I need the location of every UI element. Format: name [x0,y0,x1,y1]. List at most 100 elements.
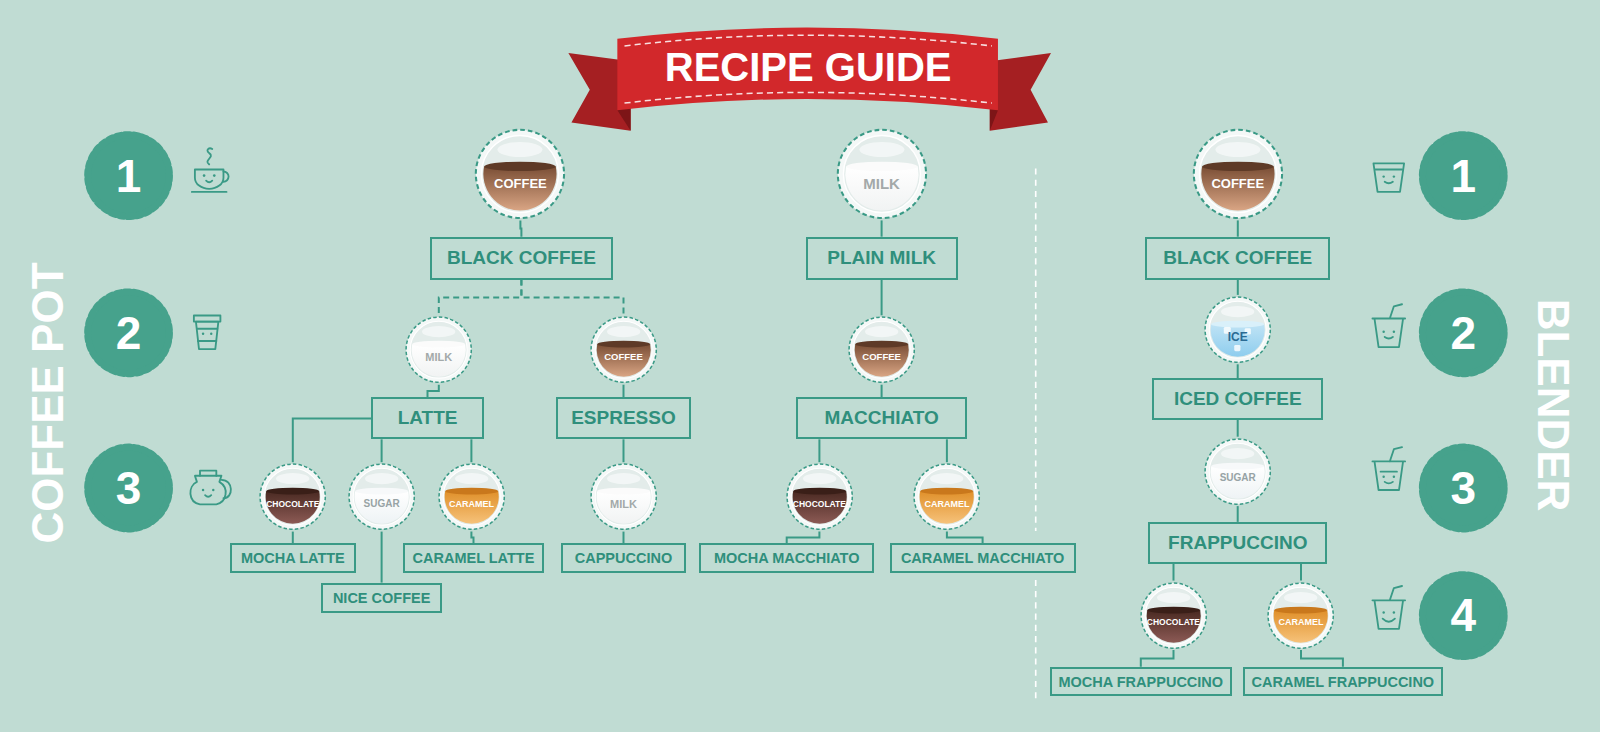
connector-line [381,439,383,462]
dashed-ring [1268,583,1333,648]
callout-badge [1422,135,1504,217]
teacup-icon [223,172,228,182]
coffee-pot-icon [190,476,225,505]
connector-line [881,280,883,316]
icon-eye [1382,175,1384,177]
dashed-ring [1194,129,1282,217]
glass [1209,443,1266,500]
liquid-surface [855,341,908,348]
liquid-surface [597,341,650,348]
teacup-icon [206,181,212,183]
recipe-name: MACCHIATO [824,407,938,429]
liquid-surface [597,488,650,495]
recipe-box: PLAIN MILK [806,237,958,280]
callout-badge [1422,292,1504,374]
glass-shine [422,326,455,337]
recipe-name: BLACK COFFEE [1163,247,1312,269]
recipe-name: NICE COFFEE [333,590,430,606]
dashed-ring [838,129,926,217]
glass-shine [607,473,640,484]
glass-shine [865,326,898,337]
icon-eye [1393,331,1395,333]
ice-cube [1234,345,1240,351]
ingredient-glass [847,315,916,384]
glass [482,135,559,212]
connector-line [1237,280,1239,295]
ingredient-circle: CHOCOLATE [258,462,327,531]
ingredient-label: CHOCOLATE [785,500,854,509]
ingredient-label: CARAMEL [437,499,506,508]
ingredient-label: COFFEE [847,352,916,362]
liquid-surface [266,488,319,495]
coffee-pot-icon [202,489,204,491]
connector-line [1173,564,1175,581]
connector-line [470,439,472,462]
connector-line [1301,650,1343,667]
connector-line [787,532,820,544]
ingredient-circle: COFFEE [473,127,567,221]
ribbon-tail [990,53,1051,131]
glass-shine [276,473,309,484]
ingredient-circle: SUGAR [347,462,416,531]
glass-shine [1284,592,1317,603]
liquid-surface [485,161,557,170]
connector-line [881,385,883,398]
callout-number: 1 [1450,153,1476,199]
coffee-pot-icon [221,480,230,498]
recipe-name: MOCHA FRAPPUCCINO [1059,674,1224,690]
recipe-box: MACCHIATO [796,397,967,439]
connector-line [1237,420,1239,437]
straw-cup-icon [1372,586,1405,629]
glass [1199,135,1276,212]
glass-shine [859,142,904,157]
callout-number: 1 [116,153,142,199]
ingredient-glass [437,462,506,531]
recipe-box: ESPRESSO [556,397,691,439]
connector-line [471,532,473,544]
liquid-surface [355,488,408,495]
callout-badge [88,135,170,217]
dashed-ring [349,464,414,529]
recipe-box: BLACK COFFEE [430,237,614,280]
dashed-ring [591,317,656,382]
cup-icon [1372,163,1405,629]
ingredient-glass [589,462,658,531]
recipe-box: LATTE [371,397,483,439]
glass [443,468,500,525]
connector-line [1237,364,1239,378]
ingredient-label: ICE [1203,331,1272,343]
coffee-pot-icon [200,471,216,476]
icon-eye [1393,611,1395,613]
recipe-name: LATTE [398,407,458,429]
recipe-name: CAPPUCCINO [575,550,672,566]
takeaway-cup-icon [210,333,212,335]
callout-number: 3 [116,465,142,511]
glass-shine [498,142,543,157]
coffee-pot-icon [212,489,214,491]
ingredient-glass [785,462,854,531]
ingredient-label: MILK [404,351,473,362]
glass [1273,587,1330,644]
takeaway-cup-icon [194,315,221,349]
cup-icon [1376,169,1403,171]
liquid-surface [1211,462,1264,469]
ingredient-circle: ICE [1203,295,1272,364]
recipe-box: CARAMEL FRAPPUCCINO [1243,667,1444,697]
liquid-surface [846,161,918,170]
connector-line [623,532,625,544]
ingredient-glass [1139,581,1208,650]
connector-line [947,532,983,544]
ribbon-band [617,28,998,111]
glass [595,322,652,379]
liquid-surface [920,488,973,495]
glass-shine [607,326,640,337]
recipe-box: NICE COFFEE [321,583,441,614]
recipe-name: CARAMEL LATTE [413,550,535,566]
takeaway-cup-icon [202,333,204,335]
recipe-name: FRAPPUCCINO [1168,532,1307,554]
ribbon-stitch [624,92,991,103]
callout-number: 2 [116,310,142,356]
dashed-ring [476,129,564,217]
title-text: RECIPE GUIDE [665,47,952,87]
ingredient-glass [835,127,929,221]
